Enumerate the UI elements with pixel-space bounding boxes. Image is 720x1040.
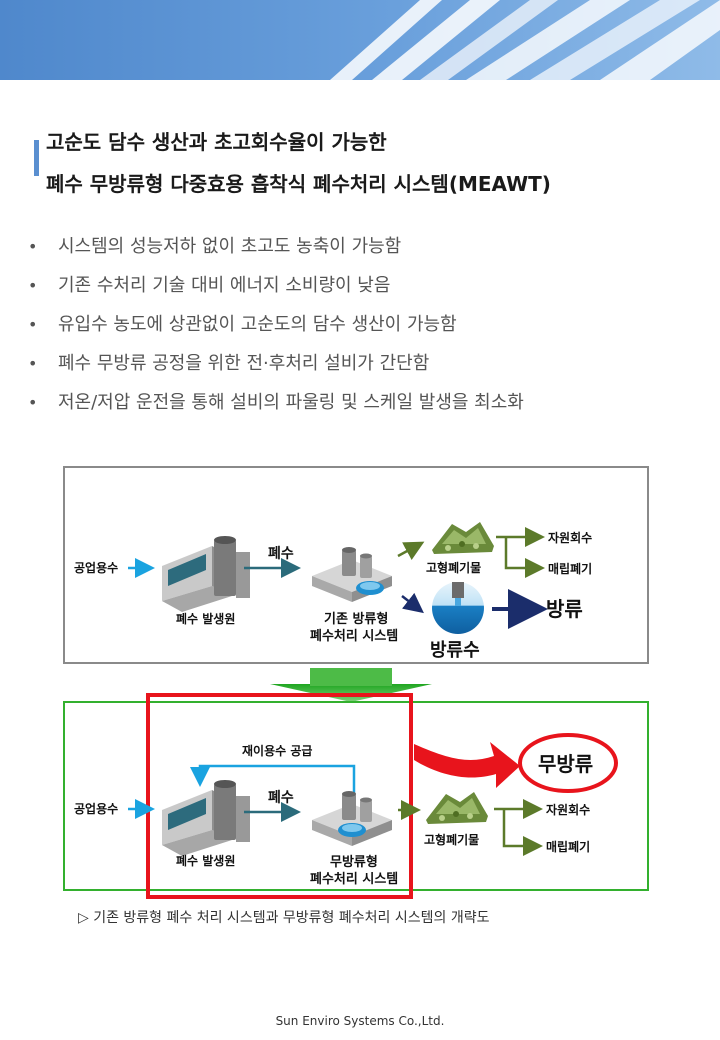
landfill-label: 매립폐기	[548, 561, 592, 576]
industrial-water-label: 공업용수	[74, 560, 118, 575]
figure-caption: ▷ 기존 방류형 폐수 처리 시스템과 무방류형 폐수처리 시스템의 개략도	[78, 910, 490, 926]
feature-item: 시스템의 성능저하 없이 초고도 농축이 가능함	[28, 233, 688, 272]
resource-recovery-label: 자원회수	[548, 530, 592, 545]
discharge-water-label: 방류수	[430, 640, 480, 661]
zero-discharge-arrow	[414, 742, 520, 788]
reuse-supply-arrow	[190, 764, 356, 804]
highlight-box	[146, 693, 413, 899]
zero-discharge-system-label-1: 무방류형	[330, 854, 378, 870]
page-title-line-2: 폐수 무방류형 다중효용 흡착식 폐수처리 시스템(MEAWT)	[46, 172, 551, 196]
feature-item: 폐수 무방류 공정을 위한 전·후처리 설비가 간단함	[28, 350, 688, 389]
reuse-supply-label: 재이용수 공급	[242, 743, 312, 758]
discharge-water-icon	[432, 582, 484, 634]
process-diagram: 공업용수 폐수 발생원 폐수 기존 방류형 폐수처리 시스템 고형폐기물	[63, 466, 649, 899]
wastewater-label-bottom: 폐수	[268, 790, 294, 806]
treatment-plant-icon	[312, 791, 392, 846]
solid-waste-pile-icon	[432, 522, 494, 554]
feature-item: 기존 수처리 기술 대비 에너지 소비량이 낮음	[28, 272, 688, 311]
zero-discharge-ellipse	[518, 733, 618, 793]
solid-waste-label: 고형폐기물	[426, 560, 481, 575]
conventional-system-label-1: 기존 방류형	[324, 611, 388, 627]
industrial-water-label-bottom: 공업용수	[74, 801, 118, 816]
feature-item: 저온/저압 운전을 통해 설비의 파울링 및 스케일 발생을 최소화	[28, 389, 688, 428]
zero-discharge-label: 무방류	[538, 752, 593, 776]
solid-waste-pile-icon	[426, 792, 488, 824]
wastewater-source-label: 폐수 발생원	[176, 611, 235, 626]
zero-discharge-system-label-2: 폐수처리 시스템	[310, 871, 398, 887]
page-title-line-1: 고순도 담수 생산과 초고회수율이 가능한	[46, 130, 387, 154]
solid-waste-label-bottom: 고형폐기물	[424, 832, 479, 847]
factory-icon	[162, 536, 250, 612]
landfill-label-bottom: 매립폐기	[546, 839, 590, 854]
conventional-system-label-2: 폐수처리 시스템	[310, 628, 398, 644]
header-band	[0, 0, 720, 80]
treatment-plant-icon	[312, 547, 392, 602]
resource-recovery-label-bottom: 자원회수	[546, 802, 590, 817]
discharge-label: 방류	[546, 597, 583, 621]
wastewater-source-label-bottom: 폐수 발생원	[176, 853, 235, 868]
feature-item: 유입수 농도에 상관없이 고순도의 담수 생산이 가능함	[28, 311, 688, 350]
factory-icon	[162, 780, 250, 856]
feature-list: 시스템의 성능저하 없이 초고도 농축이 가능함 기존 수처리 기술 대비 에너…	[28, 233, 688, 428]
footer-company: Sun Enviro Systems Co.,Ltd.	[275, 1014, 445, 1028]
wastewater-label: 폐수	[268, 546, 294, 562]
title-accent-bar	[34, 140, 39, 176]
